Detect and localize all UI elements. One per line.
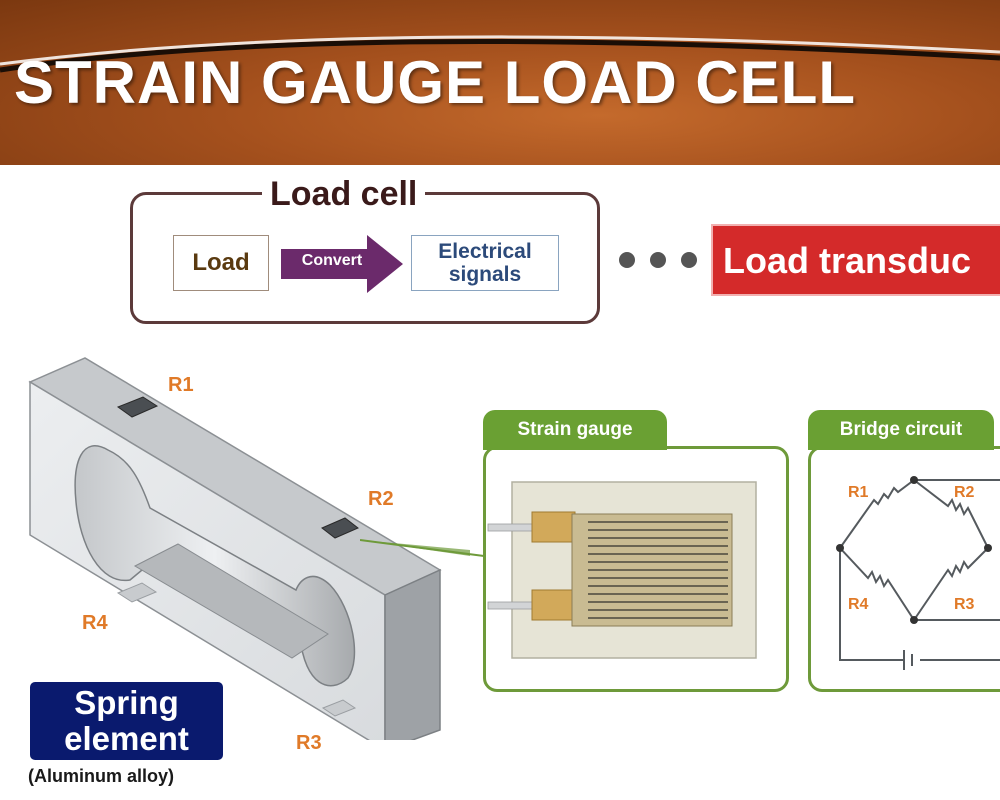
bridge-label-r2: R2 <box>954 484 975 501</box>
electrical-signals-line2: signals <box>448 263 522 286</box>
gauge-r3-marker <box>321 699 357 717</box>
spring-name-line2: element <box>64 720 189 757</box>
spring-label-r3: R3 <box>296 732 322 754</box>
spring-element-diagram <box>28 357 470 740</box>
spring-element-tag: Spring element <box>30 682 223 760</box>
title-banner: STRAIN GAUGE LOAD CELL <box>0 0 1000 165</box>
convert-label: Convert <box>301 252 363 269</box>
slide-title: STRAIN GAUGE LOAD CELL <box>14 49 856 116</box>
bridge-label-r1: R1 <box>848 484 869 501</box>
bridge-label-r3: R3 <box>954 596 975 613</box>
spring-label-r1: R1 <box>168 374 194 396</box>
spring-material: (Aluminum alloy) <box>28 766 175 786</box>
gauge-r1-marker <box>116 396 159 418</box>
spring-label-r4: R4 <box>82 612 108 634</box>
load-box: Load <box>173 235 269 291</box>
strain-gauge-tab: Strain gauge <box>483 410 667 450</box>
convert-arrow <box>281 235 403 293</box>
load-transducer-box: Load transduc <box>713 226 1000 294</box>
bridge-label-r4: R4 <box>848 596 869 613</box>
load-transducer-label: Load transduc <box>723 240 972 281</box>
spring-label-r2: R2 <box>368 488 394 510</box>
electrical-signals-box: Electrical signals <box>411 235 559 291</box>
electrical-signals-line1: Electrical <box>438 240 532 263</box>
gauge-r2-marker <box>321 517 359 539</box>
gauge-r4-marker <box>116 582 158 603</box>
bridge-circuit-diagram <box>836 476 1000 670</box>
load-cell-title: Load cell <box>262 175 426 214</box>
spring-name-line1: Spring <box>74 684 179 721</box>
banner-decoration <box>0 35 1000 73</box>
strain-gauge-illustration <box>360 481 757 659</box>
ellipsis-dots <box>619 252 697 268</box>
bridge-circuit-tab: Bridge circuit <box>808 410 994 450</box>
